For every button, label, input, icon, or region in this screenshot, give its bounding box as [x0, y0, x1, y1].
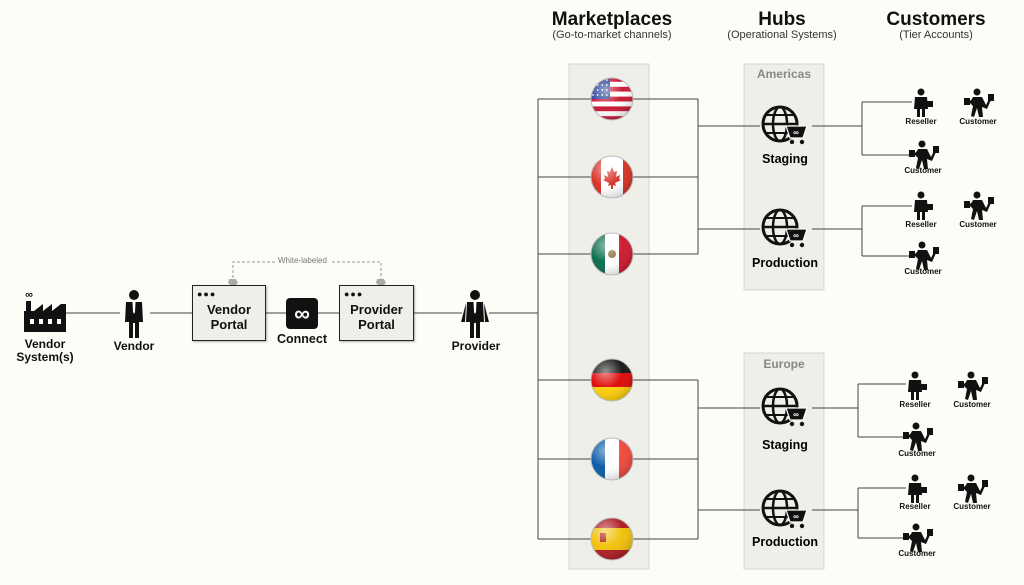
americas-staging-label: Staging [762, 152, 808, 166]
europe-production-label: Production [752, 535, 818, 549]
reseller-icon [908, 474, 927, 503]
customer-label: Customer [953, 502, 991, 511]
reseller-label: Reseller [899, 502, 931, 511]
vendor-label: Vendor [113, 339, 155, 353]
hubs-subtitle: (Operational Systems) [727, 29, 837, 41]
reseller-label: Reseller [905, 220, 937, 229]
customer-label: Customer [904, 166, 942, 175]
connect-label: Connect [277, 332, 327, 346]
customer-icon [964, 88, 994, 117]
germany-flag-icon[interactable] [590, 358, 634, 402]
reseller-icon [914, 88, 933, 117]
customer-label: Customer [898, 449, 936, 458]
provider-portal-label: Provider Portal [350, 302, 403, 332]
reseller-label: Reseller [905, 117, 937, 126]
customers-subtitle: (Tier Accounts) [899, 29, 973, 41]
canada-flag-icon[interactable] [590, 155, 634, 199]
marketplaces-subtitle: (Go-to-market channels) [552, 29, 672, 41]
customer-icon [964, 191, 994, 220]
reseller-icon [914, 191, 933, 220]
connector-lines [66, 98, 912, 540]
customer-label: Customer [904, 267, 942, 276]
marketplace-band [568, 63, 650, 570]
customers-title: Customers [886, 9, 986, 30]
svg-text:∞: ∞ [294, 301, 310, 326]
reseller-label: Reseller [899, 400, 931, 409]
reseller-icon [908, 371, 927, 400]
europe-staging-label: Staging [762, 438, 808, 452]
customer-icon [909, 140, 939, 169]
white-labeled-bracket [232, 261, 382, 283]
france-flag-icon[interactable] [590, 437, 634, 481]
mexico-flag-icon[interactable] [590, 232, 634, 276]
window-dots-icon: ●●● [344, 289, 364, 299]
customer-icon [958, 371, 988, 400]
americas-band [743, 63, 825, 291]
customer-label: Customer [959, 117, 997, 126]
provider-label: Provider [451, 339, 501, 353]
hubs-title: Hubs [758, 9, 806, 30]
window-dots-icon: ●●● [197, 289, 217, 299]
provider-person-icon [461, 290, 489, 338]
customer-icon [909, 241, 939, 270]
americas-region-label: Americas [756, 67, 812, 81]
vendor-portal-label: Vendor Portal [206, 302, 252, 332]
provider-portal-box[interactable]: ●●● Provider Portal [339, 285, 414, 341]
customer-icon [958, 474, 988, 503]
factory-icon: ∞ [24, 289, 66, 332]
europe-region-label: Europe [763, 357, 805, 371]
customer-icon [903, 523, 933, 552]
vendor-person-icon [125, 290, 143, 338]
customer-label: Customer [959, 220, 997, 229]
americas-production-label: Production [752, 256, 818, 270]
usa-flag-icon[interactable] [590, 77, 634, 121]
vendor-systems-label: Vendor System(s) [16, 337, 74, 364]
spain-flag-icon[interactable] [590, 517, 634, 561]
white-labeled-label: White-labeled [275, 256, 330, 265]
customer-label: Customer [898, 549, 936, 558]
vendor-portal-box[interactable]: ●●● Vendor Portal [192, 285, 266, 341]
connect-logo-icon: ∞ [286, 298, 318, 329]
svg-text:∞: ∞ [25, 289, 33, 301]
customer-icon [903, 422, 933, 451]
customer-label: Customer [953, 400, 991, 409]
marketplaces-title: Marketplaces [551, 9, 673, 30]
